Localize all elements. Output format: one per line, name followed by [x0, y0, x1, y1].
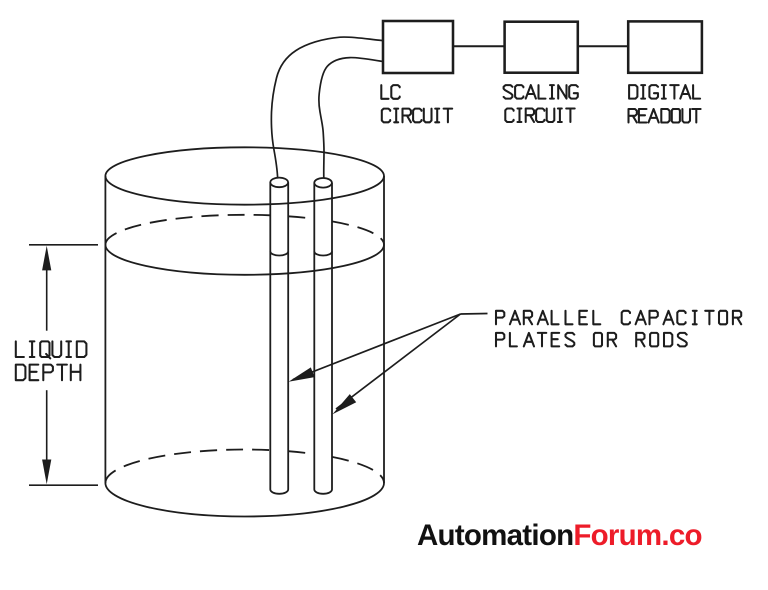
svg-text:AutomationForum.co: AutomationForum.co	[417, 519, 702, 552]
